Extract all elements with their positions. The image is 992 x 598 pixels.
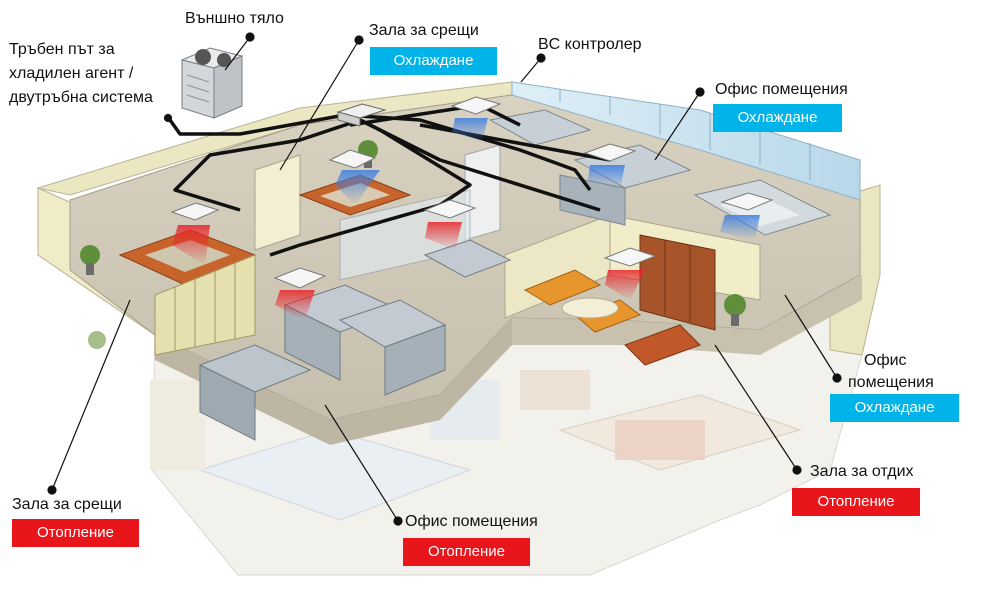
bc-controller-unit	[336, 103, 387, 127]
office-cubicles-center	[198, 239, 512, 441]
indoor-unit-office-right	[720, 192, 774, 240]
indoor-unit-office-top	[583, 143, 637, 190]
label-office-right-2: помещения	[848, 374, 934, 391]
indoor-unit-office-back	[450, 96, 502, 142]
indoor-unit-office-center	[273, 267, 327, 320]
badge-lounge-heating: Отопление	[792, 488, 920, 516]
label-pipe-line-3: двутръбна система	[9, 89, 153, 106]
refrigerant-pipe-route	[168, 103, 611, 257]
office-right	[488, 109, 832, 236]
label-meeting-top: Зала за срещи	[369, 22, 479, 39]
label-bc-controller: BC контролер	[538, 36, 642, 53]
badge-meeting-top-cooling: Охлаждане	[370, 47, 497, 75]
window-band	[511, 81, 861, 201]
badge-office-right-cooling: Охлаждане	[830, 394, 959, 422]
outdoor-unit-icon	[180, 47, 244, 119]
label-lounge: Зала за отдих	[810, 463, 914, 480]
indoor-unit-lounge	[603, 247, 657, 300]
label-outdoor-unit: Външно тяло	[185, 10, 284, 27]
indoor-unit-corridor	[423, 199, 477, 250]
indoor-unit-meeting-left	[170, 202, 220, 265]
badge-meeting-bottom-heating: Отопление	[12, 519, 139, 547]
label-pipe-line-1: Тръбен път за	[9, 41, 115, 58]
leader-lines	[47, 32, 842, 526]
indoor-unit-meeting-top	[328, 149, 380, 205]
label-office-top: Офис помещения	[715, 81, 848, 98]
label-meeting-bottom: Зала за срещи	[12, 496, 122, 513]
badge-office-bottom-heating: Отопление	[403, 538, 530, 566]
meeting-room-left	[118, 229, 257, 356]
badge-office-top-cooling: Охлаждане	[713, 104, 842, 132]
label-office-right-1: Офис	[864, 352, 907, 369]
lounge-area	[523, 234, 716, 366]
label-pipe-line-2: хладилен агент /	[9, 65, 134, 82]
label-office-bottom: Офис помещения	[405, 513, 538, 530]
